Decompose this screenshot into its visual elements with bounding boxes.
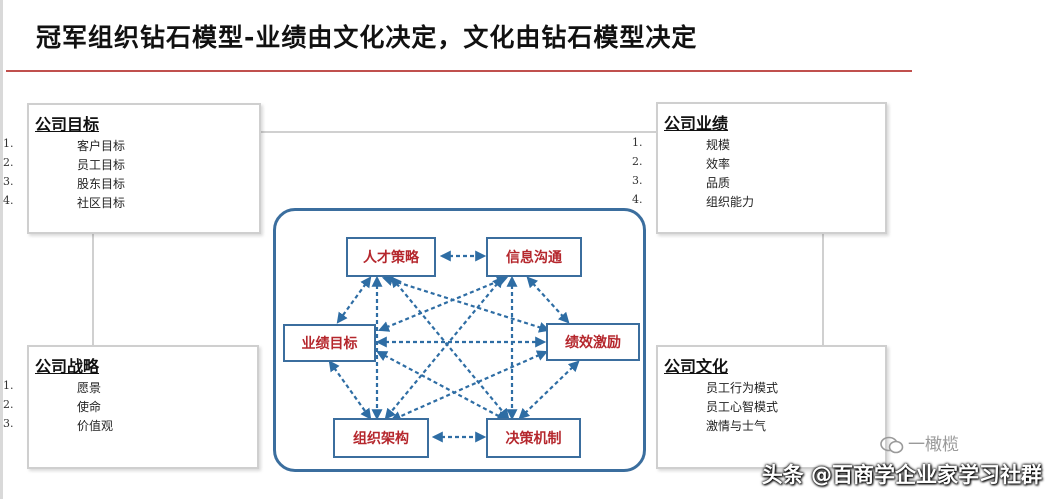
- box-title: 公司目标: [35, 115, 100, 134]
- list-item-text: 规模: [706, 138, 731, 152]
- list-item-text: 员工行为模式: [706, 381, 779, 395]
- list-item-text: 员工目标: [77, 158, 126, 172]
- list-item-number: 3.: [3, 417, 14, 430]
- list-item-number: 2.: [632, 155, 643, 168]
- list-item-text: 组织能力: [706, 195, 755, 209]
- box-title: 公司文化: [664, 357, 729, 376]
- page-title: 冠军组织钻石模型-业绩由文化决定，文化由钻石模型决定: [36, 23, 698, 52]
- list-item-text: 客户目标: [77, 139, 126, 153]
- arrow-talent-goal: [336, 276, 372, 324]
- company-culture-box: 公司文化 1.员工行为模式2.员工心智模式3.激情与士气: [632, 345, 887, 469]
- wechat-mark-text: 一橄榄: [908, 435, 959, 455]
- left-edge-line: [0, 0, 3, 499]
- arrow-info-org: [384, 276, 504, 420]
- company-goals-box: 公司目标 1. 客户目标 2. 员工目标 3. 股东目标 4. 社区目标: [3, 103, 261, 234]
- list-item-number: 1.: [632, 136, 643, 149]
- list-item-text: 社区目标: [77, 196, 126, 210]
- list-item-text: 愿景: [77, 381, 102, 395]
- title-underline: [6, 70, 912, 72]
- list-item-number: 3.: [3, 175, 14, 188]
- node-performance-goal: 业绩目标: [283, 324, 376, 362]
- arrow-talent-decision: [390, 276, 510, 420]
- list-item-number: 4.: [3, 194, 14, 207]
- list-item-text: 品质: [706, 176, 731, 190]
- connector-right: [822, 231, 824, 345]
- node-performance-incentive: 绩效激励: [546, 323, 640, 361]
- company-performance-box: 公司业绩 1. 规模 2. 效率 3. 品质 4. 组织能力: [632, 102, 887, 234]
- arrow-incentive-decision: [518, 360, 580, 420]
- list-item-number: 3.: [632, 174, 643, 187]
- wechat-mark: 一橄榄: [880, 430, 959, 455]
- connector-left: [92, 231, 94, 345]
- arrow-goal-org: [328, 360, 372, 420]
- list-item-number: 1.: [3, 379, 14, 392]
- node-decision-mechanism: 决策机制: [486, 418, 581, 458]
- arrow-info-incentive: [526, 276, 570, 324]
- wechat-icon: [880, 436, 904, 454]
- list-item-number: 2.: [3, 156, 14, 169]
- company-strategy-box: 公司战略 1. 愿景 2. 使命 3. 价值观: [3, 345, 259, 469]
- arrow-goal-decision: [376, 350, 508, 422]
- list-item-text: 价值观: [77, 419, 114, 433]
- list-item-text: 股东目标: [77, 177, 126, 191]
- list-item-number: 4.: [632, 193, 643, 206]
- list-item-text: 效率: [706, 157, 731, 171]
- list-item-number: 2.: [3, 398, 14, 411]
- arrow-incentive-org: [389, 350, 549, 422]
- list-item-number: 1.: [3, 137, 14, 150]
- node-info-communication: 信息沟通: [486, 237, 582, 277]
- connector-top: [258, 131, 656, 133]
- box-title: 公司业绩: [664, 114, 729, 133]
- platform-watermark: 头条 @百商学企业家学习社群: [761, 463, 1042, 487]
- list-item-text: 激情与士气: [706, 419, 767, 433]
- node-talent-strategy: 人才策略: [346, 237, 436, 277]
- list-item-text: 使命: [77, 400, 102, 414]
- box-title: 公司战略: [35, 357, 100, 376]
- node-org-structure: 组织架构: [333, 418, 429, 458]
- list-item-text: 员工心智模式: [706, 400, 779, 414]
